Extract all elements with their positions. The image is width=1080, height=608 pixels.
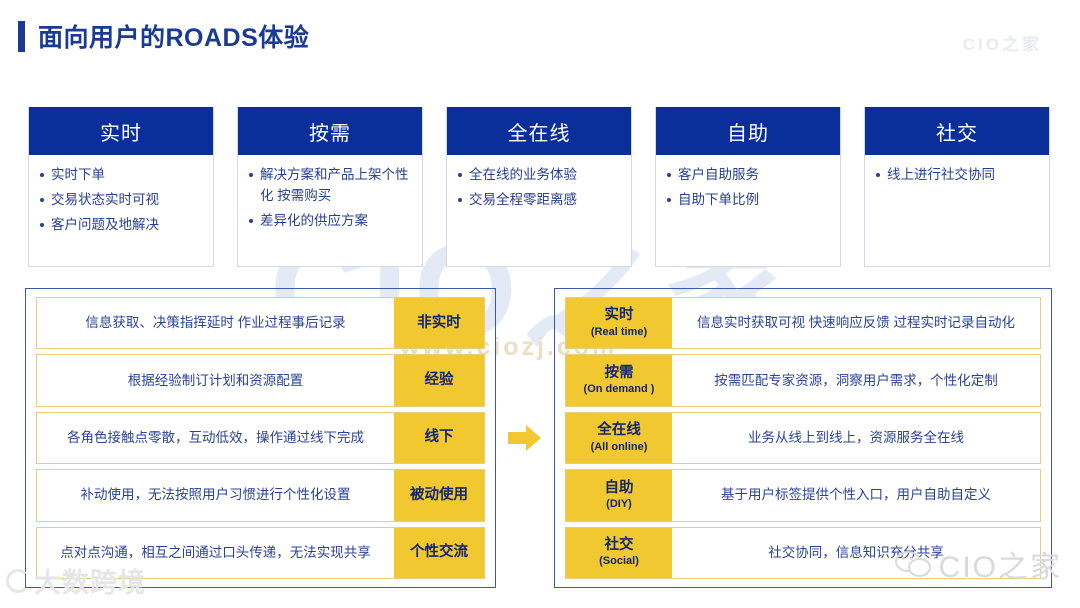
- row-description: 按需匹配专家资源，洞察用户需求，个性化定制: [714, 372, 998, 388]
- right-arrow-icon: [508, 424, 542, 452]
- chip-label-cn: 按需: [604, 364, 634, 381]
- roads-card-allonline[interactable]: 全在线 全在线的业务体验 交易全程零距离感: [446, 107, 632, 267]
- roads-card-diy[interactable]: 自助 客户自助服务 自助下单比例: [655, 107, 841, 267]
- list-item: 全在线的业务体验: [456, 165, 622, 186]
- table-row[interactable]: 全在线 (All online) 业务从线上到线上，资源服务全在线: [565, 411, 1041, 465]
- list-item: 交易全程零距离感: [456, 190, 622, 211]
- current-state-panel: 信息获取、决策指挥延时 作业过程事后记录 非实时 根据经验制订计划和资源配置 经…: [25, 288, 496, 588]
- roads-card-group: 实时 实时下单 交易状态实时可视 客户问题及地解决 按需 解决方案和产品上架个性…: [28, 107, 1052, 267]
- table-row[interactable]: 社交 (Social) 社交协同，信息知识充分共享: [565, 526, 1041, 580]
- row-chip: 社交 (Social): [566, 527, 672, 579]
- table-row[interactable]: 自助 (DIY) 基于用户标签提供个性入口，用户自助自定义: [565, 469, 1041, 522]
- card-body: 全在线的业务体验 交易全程零距离感: [447, 155, 631, 266]
- title-accent-bar: [18, 20, 25, 52]
- row-chip: 全在线 (All online): [566, 412, 672, 464]
- row-chip: 经验: [394, 355, 484, 406]
- row-chip: 按需 (On demand ): [566, 355, 672, 406]
- row-description: 信息获取、决策指挥延时 作业过程事后记录: [85, 315, 346, 331]
- chip-label-cn: 全在线: [597, 422, 641, 439]
- table-row[interactable]: 各角色接触点零散，互动低效，操作通过线下完成 线下: [36, 411, 485, 465]
- row-chip: 个性交流: [394, 527, 484, 579]
- roads-card-social[interactable]: 社交 线上进行社交协同: [864, 107, 1050, 267]
- row-description: 补动使用，无法按照用户习惯进行个性化设置: [80, 487, 351, 503]
- list-item: 线上进行社交协同: [874, 165, 1040, 186]
- row-description: 业务从线上到线上，资源服务全在线: [748, 429, 964, 445]
- row-description: 信息实时获取可视 快速响应反馈 过程实时记录自动化: [696, 315, 1015, 331]
- row-chip: 非实时: [394, 298, 484, 349]
- card-title: 社交: [865, 107, 1049, 155]
- card-body: 解决方案和产品上架个性化 按需购买 差异化的供应方案: [238, 155, 422, 266]
- table-row[interactable]: 根据经验制订计划和资源配置 经验: [36, 354, 485, 407]
- chip-label-en: (Real time): [590, 325, 648, 338]
- chip-label-cn: 自助: [604, 479, 634, 496]
- card-body: 实时下单 交易状态实时可视 客户问题及地解决: [29, 155, 213, 266]
- list-item: 解决方案和产品上架个性化 按需购买: [247, 165, 413, 207]
- card-body: 线上进行社交协同: [865, 155, 1049, 266]
- chip-label-cn: 实时: [604, 307, 634, 324]
- card-body: 客户自助服务 自助下单比例: [656, 155, 840, 266]
- chip-label-en: (On demand ): [583, 383, 655, 396]
- top-right-watermark: CIO之家: [962, 35, 1042, 54]
- list-item: 自助下单比例: [665, 190, 831, 211]
- roads-card-realtime[interactable]: 实时 实时下单 交易状态实时可视 客户问题及地解决: [28, 107, 214, 267]
- card-title: 自助: [656, 107, 840, 155]
- row-chip: 被动使用: [394, 470, 484, 521]
- card-title: 全在线: [447, 107, 631, 155]
- card-title: 按需: [238, 107, 422, 155]
- row-description: 社交协同，信息知识充分共享: [768, 544, 944, 560]
- table-row[interactable]: 点对点沟通，相互之间通过口头传递，无法实现共享 个性交流: [36, 526, 485, 580]
- list-item: 客户问题及地解决: [38, 215, 204, 236]
- card-title: 实时: [29, 107, 213, 155]
- row-description: 基于用户标签提供个性入口，用户自助自定义: [721, 487, 991, 503]
- chip-label-en: (DIY): [606, 498, 632, 511]
- row-chip: 实时 (Real time): [566, 298, 672, 349]
- list-item: 交易状态实时可视: [38, 190, 204, 211]
- target-state-panel: 实时 (Real time) 信息实时获取可视 快速响应反馈 过程实时记录自动化…: [554, 288, 1052, 588]
- list-item: 实时下单: [38, 165, 204, 186]
- roads-card-ondemand[interactable]: 按需 解决方案和产品上架个性化 按需购买 差异化的供应方案: [237, 107, 423, 267]
- list-item: 差异化的供应方案: [247, 211, 413, 232]
- row-description: 根据经验制订计划和资源配置: [127, 372, 304, 388]
- table-row[interactable]: 按需 (On demand ) 按需匹配专家资源，洞察用户需求，个性化定制: [565, 354, 1041, 407]
- chip-label-en: (Social): [599, 555, 639, 568]
- list-item: 客户自助服务: [665, 165, 831, 186]
- chip-label-en: (All online): [590, 440, 648, 453]
- table-row[interactable]: 信息获取、决策指挥延时 作业过程事后记录 非实时: [36, 297, 485, 350]
- table-row[interactable]: 实时 (Real time) 信息实时获取可视 快速响应反馈 过程实时记录自动化: [565, 297, 1041, 350]
- title-text: 面向用户的ROADS体验: [38, 24, 310, 52]
- row-description: 各角色接触点零散，互动低效，操作通过线下完成: [67, 429, 364, 445]
- row-description: 点对点沟通，相互之间通过口头传递，无法实现共享: [60, 544, 371, 560]
- table-row[interactable]: 补动使用，无法按照用户习惯进行个性化设置 被动使用: [36, 469, 485, 522]
- page-title: 面向用户的ROADS体验: [18, 18, 309, 54]
- row-chip: 自助 (DIY): [566, 470, 672, 521]
- row-chip: 线下: [394, 412, 484, 464]
- chip-label-cn: 社交: [604, 537, 634, 554]
